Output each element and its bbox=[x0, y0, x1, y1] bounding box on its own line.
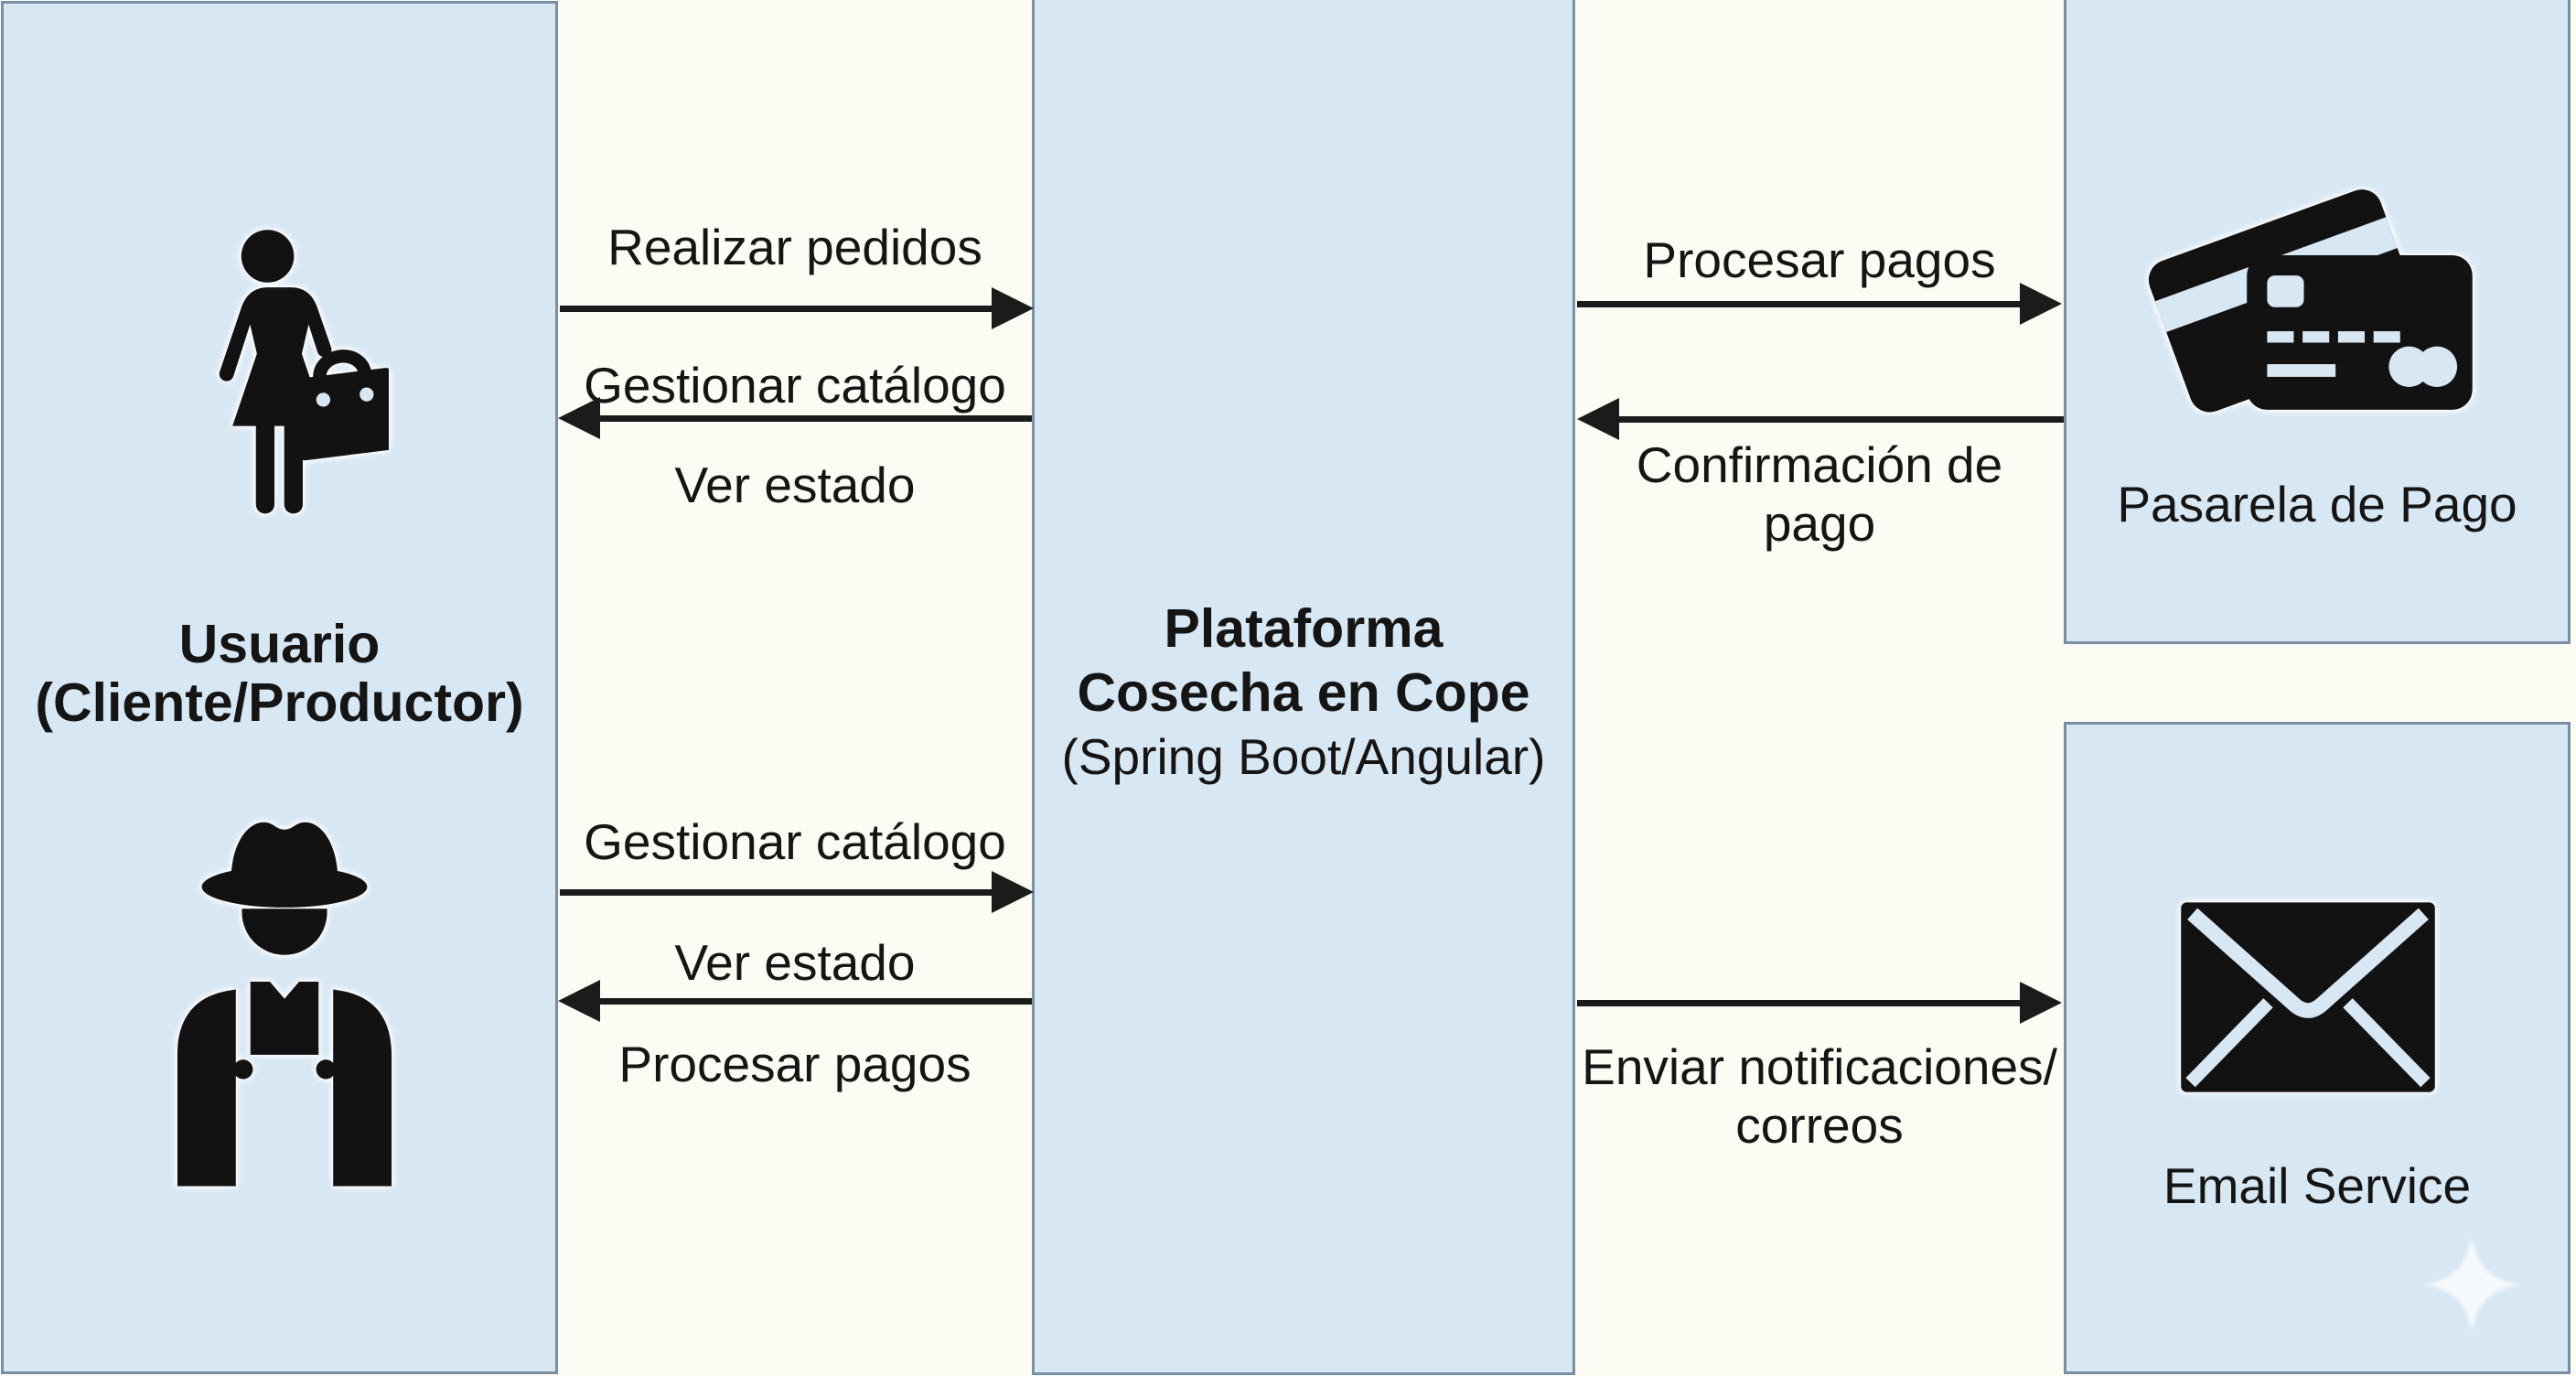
label-enviar-line2: correos bbox=[1735, 1097, 1904, 1154]
label-ver-estado-top: Ver estado bbox=[674, 457, 916, 513]
platform-title-line2: Cosecha en Cope bbox=[1077, 662, 1530, 723]
label-ver-estado-bottom: Ver estado bbox=[674, 934, 916, 991]
user-panel bbox=[1, 1, 558, 1374]
arrow-gestionar-catalogo-bottom bbox=[560, 889, 993, 896]
platform-panel bbox=[1032, 0, 1575, 1375]
arrowhead-left-icon bbox=[1577, 398, 1619, 440]
label-enviar-line1: Enviar notificaciones/ bbox=[1582, 1038, 2057, 1095]
sparkle-icon bbox=[2422, 1235, 2521, 1334]
arrow-gestionar-catalogo-top bbox=[598, 415, 1032, 422]
woman-shopper-icon bbox=[219, 230, 389, 514]
arrowhead-left-icon bbox=[558, 397, 600, 439]
gateway-label: Pasarela de Pago bbox=[2117, 476, 2517, 532]
arrow-enviar-notificaciones bbox=[1577, 1000, 2022, 1006]
user-subtitle: (Cliente/Productor) bbox=[35, 672, 524, 733]
label-gestionar-catalogo-bottom: Gestionar catálogo bbox=[584, 813, 1006, 870]
arrowhead-right-icon bbox=[992, 871, 1034, 913]
arrow-realizar-pedidos bbox=[560, 306, 993, 312]
platform-subtitle: (Spring Boot/Angular) bbox=[1061, 728, 1546, 785]
label-realizar-pedidos: Realizar pedidos bbox=[607, 219, 982, 275]
arrowhead-right-icon bbox=[2020, 283, 2062, 325]
email-label: Email Service bbox=[2163, 1157, 2472, 1214]
arrowhead-left-icon bbox=[558, 980, 600, 1022]
label-confirmacion-line2: pago bbox=[1763, 495, 1876, 552]
arrowhead-right-icon bbox=[2020, 982, 2062, 1024]
envelope-icon bbox=[2181, 902, 2435, 1092]
label-procesar-pagos-gateway: Procesar pagos bbox=[1643, 231, 1996, 288]
label-procesar-pagos-bottom: Procesar pagos bbox=[618, 1036, 971, 1092]
user-title: Usuario bbox=[178, 614, 381, 674]
arrow-procesar-pagos bbox=[1577, 301, 2022, 307]
farmer-icon bbox=[177, 822, 392, 1187]
arrowhead-right-icon bbox=[992, 287, 1034, 329]
arrow-ver-estado-bottom bbox=[598, 998, 1032, 1005]
arrow-confirmacion-pago bbox=[1617, 416, 2064, 423]
label-gestionar-catalogo-top: Gestionar catálogo bbox=[584, 357, 1006, 414]
platform-title-line1: Plataforma bbox=[1164, 598, 1444, 659]
label-confirmacion-line1: Confirmación de bbox=[1636, 436, 2003, 493]
credit-cards-icon bbox=[2148, 189, 2473, 413]
